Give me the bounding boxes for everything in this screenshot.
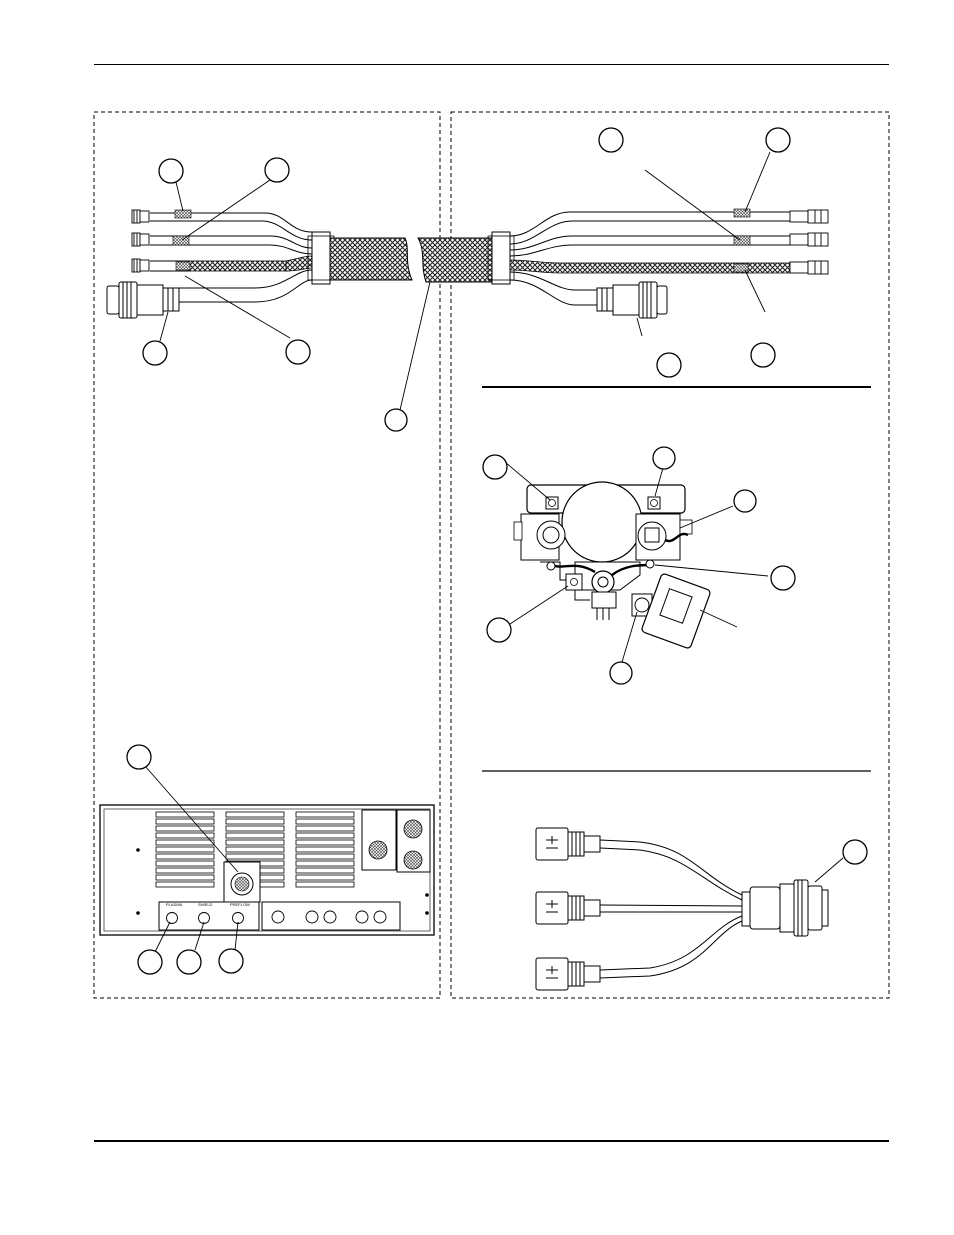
right-panel-frame [450,111,890,999]
callout-bubble [264,157,290,183]
callout-bubble [176,949,202,975]
footer-rule [94,1140,889,1142]
callout-bubble [482,454,508,480]
vent-louver [155,825,215,832]
vent-louver [295,881,355,888]
callout-bubble [218,948,244,974]
callout-bubble [765,127,791,153]
vent-louver [295,825,355,832]
vent-louver [295,839,355,846]
vent-louver [155,860,215,867]
callout-leaders [144,151,844,953]
vent-louver [225,853,285,860]
callout-bubble [142,340,168,366]
vent-louver [295,867,355,874]
vent-louver [225,818,285,825]
vent-louver [295,846,355,853]
right-hose-assembly [417,208,829,319]
callout-bubble [609,661,633,685]
receptacle-label-preflow: PREFLOW [230,902,250,907]
vent-louver [295,832,355,839]
callout-bubble [126,744,152,770]
vent-louver [155,811,215,818]
vent-louver [225,811,285,818]
callout-bubble [137,949,163,975]
callout-bubbles [126,127,868,975]
callout-bubble [770,565,796,591]
vent-louver [295,818,355,825]
vent-louver [295,874,355,881]
vent-louver [225,839,285,846]
vent-louver [155,839,215,846]
vent-louver [155,853,215,860]
vent-louver [295,860,355,867]
callout-bubble [842,839,868,865]
receptacle-label-shield: SHIELD [198,902,213,907]
vent-louver [155,846,215,853]
callout-bubble [285,339,311,365]
vent-louver [155,867,215,874]
callout-bubble [598,127,624,153]
vent-louver [225,832,285,839]
vent-louver [155,818,215,825]
callout-bubble [750,342,776,368]
vent-louver [295,811,355,818]
callout-bubble [656,352,682,378]
valve-manifold-assembly [513,481,711,649]
vent-louver [155,832,215,839]
rear-panel: PLASMA SHIELD PREFLOW [99,804,435,936]
receptacle-label-plasma: PLASMA [166,902,183,907]
vent-louver [225,846,285,853]
valve-cable-harness [535,827,829,991]
vent-louver [295,853,355,860]
callout-bubble [158,158,184,184]
callout-bubble [733,489,757,513]
vent-louver [155,881,215,888]
left-hose-assembly [106,209,413,319]
callout-bubble [486,617,512,643]
callout-bubble [652,446,676,470]
vent-louver [155,874,215,881]
header-rule [94,64,889,65]
callout-bubble [384,408,408,432]
vent-louver [225,825,285,832]
